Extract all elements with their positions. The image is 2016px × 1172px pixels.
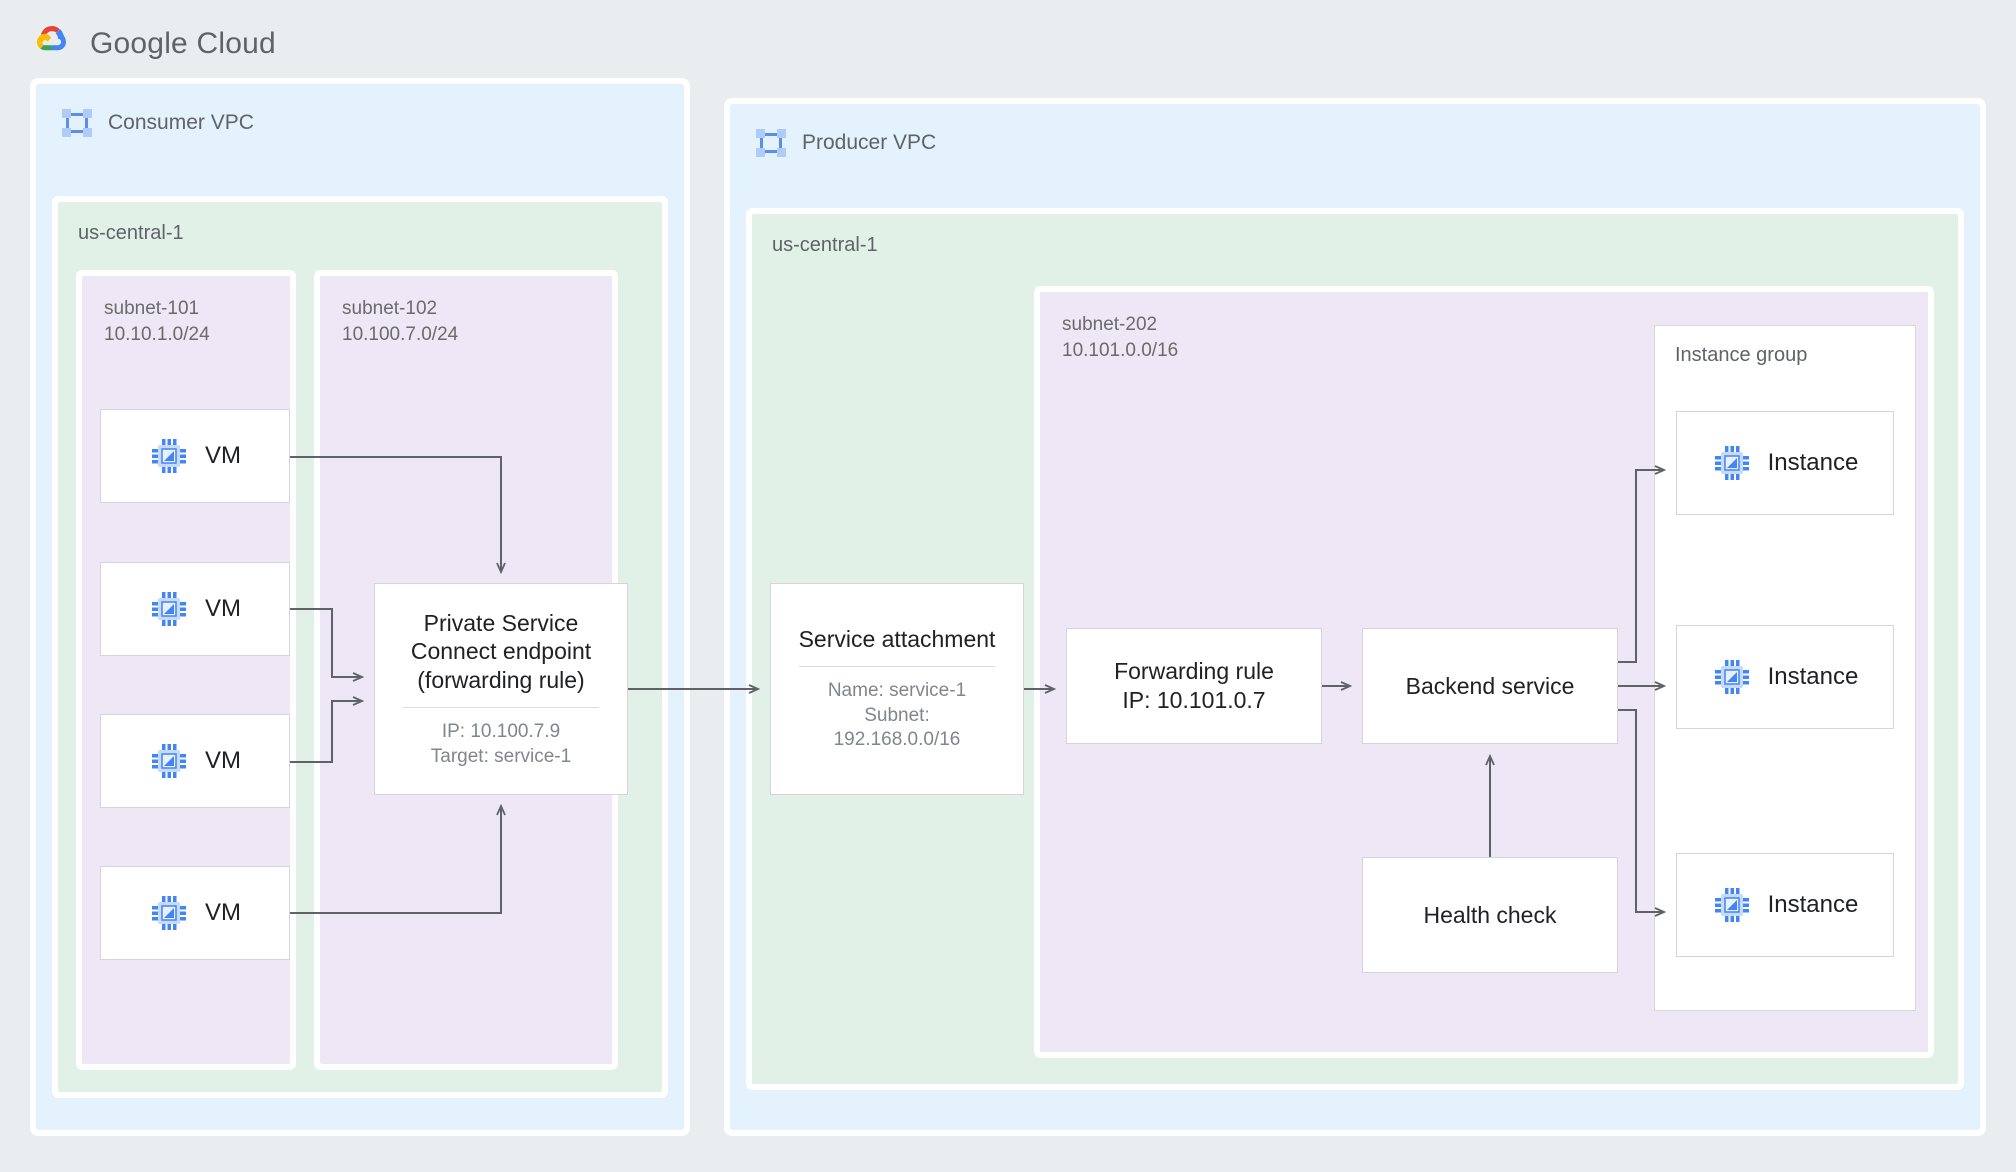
brand-cloud: Cloud — [196, 27, 276, 60]
instance-box-3[interactable]: Instance — [1676, 853, 1894, 957]
instance-label: Instance — [1767, 449, 1859, 476]
instance-chip-icon — [1712, 885, 1752, 925]
subnet-202-cidr: 10.101.0.0/16 — [1062, 339, 1179, 361]
psc-endpoint-title-line2: Connect endpoint — [410, 638, 592, 665]
vm-chip-icon — [149, 589, 189, 629]
consumer-vpc-title: Consumer VPC — [108, 111, 254, 134]
vm-box-3[interactable]: VM — [100, 714, 290, 808]
psc-endpoint-ip: IP: 10.100.7.9 — [441, 720, 561, 742]
backend-service-node[interactable]: Backend service — [1362, 628, 1618, 744]
instance-label: Instance — [1767, 891, 1859, 918]
vm-chip-icon — [149, 741, 189, 781]
service-attachment-details: Name: service-1 Subnet: 192.168.0.0/16 — [828, 679, 966, 753]
psc-endpoint-title-line1: Private Service — [423, 609, 579, 636]
psc-endpoint-details: IP: 10.100.7.9 Target: service-1 — [431, 720, 571, 769]
divider — [402, 706, 600, 708]
service-attachment-node[interactable]: Service attachment Name: service-1 Subne… — [770, 583, 1024, 795]
vm-label: VM — [205, 899, 241, 926]
subnet-102-label: subnet-102 10.100.7.0/24 — [342, 296, 458, 347]
service-attachment-name: Name: service-1 — [827, 679, 967, 701]
instance-group-label: Instance group — [1675, 344, 1808, 366]
instance-label: Instance — [1767, 663, 1859, 690]
vpc-icon — [754, 126, 788, 160]
brand-wordmark: Google Cloud — [90, 27, 276, 61]
google-cloud-logo-icon — [26, 20, 74, 68]
brand-header: Google Cloud — [26, 20, 276, 68]
producer-vpc-header: Producer VPC — [754, 126, 936, 160]
health-check-title: Health check — [1423, 901, 1557, 928]
vm-label: VM — [205, 595, 241, 622]
producer-region-label: us-central-1 — [772, 234, 878, 256]
vm-box-2[interactable]: VM — [100, 562, 290, 656]
instance-chip-icon — [1712, 443, 1752, 483]
subnet-101-name: subnet-101 — [104, 298, 200, 319]
psc-endpoint-title: Private Service Connect endpoint (forwar… — [411, 609, 591, 695]
subnet-101-label: subnet-101 10.10.1.0/24 — [104, 296, 210, 347]
forwarding-rule-title-line1: Forwarding rule — [1114, 658, 1274, 685]
forwarding-rule-title: Forwarding rule IP: 10.101.0.7 — [1114, 657, 1274, 715]
brand-google: Google — [90, 27, 188, 60]
subnet-102-cidr: 10.100.7.0/24 — [342, 323, 459, 345]
producer-vpc-title: Producer VPC — [802, 131, 937, 154]
subnet-102-name: subnet-102 — [342, 298, 438, 319]
service-attachment-subnet-label: Subnet: — [864, 704, 930, 726]
consumer-region-label: us-central-1 — [78, 222, 184, 244]
psc-endpoint-node[interactable]: Private Service Connect endpoint (forwar… — [374, 583, 628, 795]
vm-label: VM — [205, 442, 241, 469]
subnet-101-cidr: 10.10.1.0/24 — [104, 323, 210, 345]
service-attachment-title: Service attachment — [798, 626, 996, 653]
divider — [798, 665, 996, 667]
vm-box-1[interactable]: VM — [100, 409, 290, 503]
subnet-202-label: subnet-202 10.101.0.0/16 — [1062, 312, 1178, 363]
subnet-202-name: subnet-202 — [1062, 314, 1158, 335]
vm-chip-icon — [149, 436, 189, 476]
consumer-vpc-header: Consumer VPC — [60, 106, 254, 140]
vpc-icon — [60, 106, 94, 140]
instance-box-1[interactable]: Instance — [1676, 411, 1894, 515]
instance-box-2[interactable]: Instance — [1676, 625, 1894, 729]
psc-endpoint-target: Target: service-1 — [430, 745, 572, 767]
forwarding-rule-node[interactable]: Forwarding rule IP: 10.101.0.7 — [1066, 628, 1322, 744]
service-attachment-subnet-cidr: 192.168.0.0/16 — [833, 729, 961, 751]
backend-service-title: Backend service — [1405, 672, 1575, 699]
forwarding-rule-ip: IP: 10.101.0.7 — [1122, 687, 1266, 713]
health-check-node[interactable]: Health check — [1362, 857, 1618, 973]
vm-label: VM — [205, 747, 241, 774]
vm-chip-icon — [149, 893, 189, 933]
vm-box-4[interactable]: VM — [100, 866, 290, 960]
instance-chip-icon — [1712, 657, 1752, 697]
psc-endpoint-title-line3: (forwarding rule) — [417, 667, 585, 694]
